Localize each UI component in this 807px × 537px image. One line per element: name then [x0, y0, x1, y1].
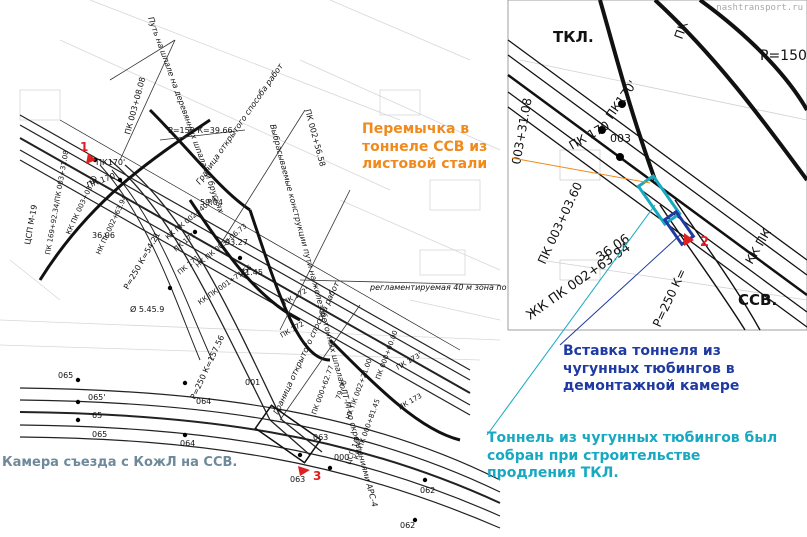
inset-r150: Р=150 — [760, 48, 807, 64]
label-r150k: Р=150 К=39.66 — [168, 126, 233, 135]
marker-1: 1 — [80, 140, 88, 154]
inset-tkl: ТКЛ. — [553, 28, 594, 46]
marker-3: 3 — [313, 469, 321, 483]
label-pk173: ПК 173 — [397, 392, 423, 412]
label-pk170a: ПК170' — [96, 158, 125, 167]
branch-curve — [99, 159, 323, 456]
label-r250k2: Р=250 К=157.56 — [189, 334, 227, 401]
label-path-tkl: Путь на шпале на деревянных шпалах и бру… — [146, 16, 226, 215]
red-markers: 1 3 — [80, 140, 321, 483]
annotation-leaders — [486, 157, 681, 436]
watermark: nashtransport.ru — [716, 3, 803, 13]
label-d064a: 064 — [196, 397, 211, 406]
note-jumper-steel: Перемычка в тоннеле ССВ из листовой стал… — [362, 121, 488, 172]
label-v3606: 36.06 — [92, 231, 115, 240]
inset: 2 ТКЛ. ССВ. ПК170' ПК 170 003 ПК 003+03.… — [507, 0, 807, 331]
label-r250k: Р=250 К=54.21 — [122, 231, 162, 291]
track-dots — [75, 157, 428, 523]
leader-lines — [109, 39, 501, 421]
label-cshp: ЦСП М-19 — [23, 204, 39, 245]
jumper-cyan — [636, 173, 682, 227]
lower-tracks — [19, 387, 501, 529]
label-d063b: 063 — [290, 475, 305, 484]
label-d001: 001 — [245, 378, 260, 387]
label-d064b: 064 — [180, 439, 195, 448]
label-phi: Ø 5.45.9 — [130, 304, 164, 314]
label-pk000-6277: ПК 000+62.77 — [310, 364, 335, 415]
label-kk-pk-9327: 93.27 — [225, 238, 248, 247]
label-v2145: 21.45 — [240, 268, 263, 277]
note-camera: Камера съезда с КожЛ на ССВ. — [2, 455, 238, 470]
label-d065d: 065 — [92, 430, 107, 439]
label-d063: 063 — [313, 433, 328, 442]
boundary-arcs — [38, 108, 461, 442]
inset-d03: 003 — [610, 132, 631, 145]
note-cast-iron-insert: Вставка тоннеля из чугунных тюбингов в д… — [563, 343, 740, 394]
background-grid — [0, 0, 501, 361]
label-d062a: 062 — [420, 486, 435, 495]
note-cast-iron-tunnel: Тоннель из чугунных тюбингов был собран … — [487, 430, 778, 481]
label-kk-pk-0360: КК ПК 003+03.60 — [65, 175, 99, 236]
label-d065c: 65 — [92, 411, 102, 420]
label-v5904: 59.04 — [200, 198, 223, 207]
inset-ssv: ССВ. — [738, 291, 777, 309]
label-d065a: 065 — [58, 371, 73, 380]
label-d062b: 062 — [400, 521, 415, 530]
label-kk-pk-2145: КК ПК 001+71.56 — [197, 263, 254, 307]
inset-pk-top: ПК — [672, 19, 691, 41]
main-tunnel-tracks — [19, 114, 471, 416]
label-pk002-5658: ПК 002+56.58 — [303, 108, 327, 167]
label-d065b: 065' — [88, 393, 105, 402]
label-reg40: регламентируемая 40 м зона по т.5 — [369, 283, 521, 292]
camera-box — [254, 404, 322, 464]
label-d000: 000 — [334, 453, 349, 462]
marker-2: 2 — [700, 235, 709, 250]
